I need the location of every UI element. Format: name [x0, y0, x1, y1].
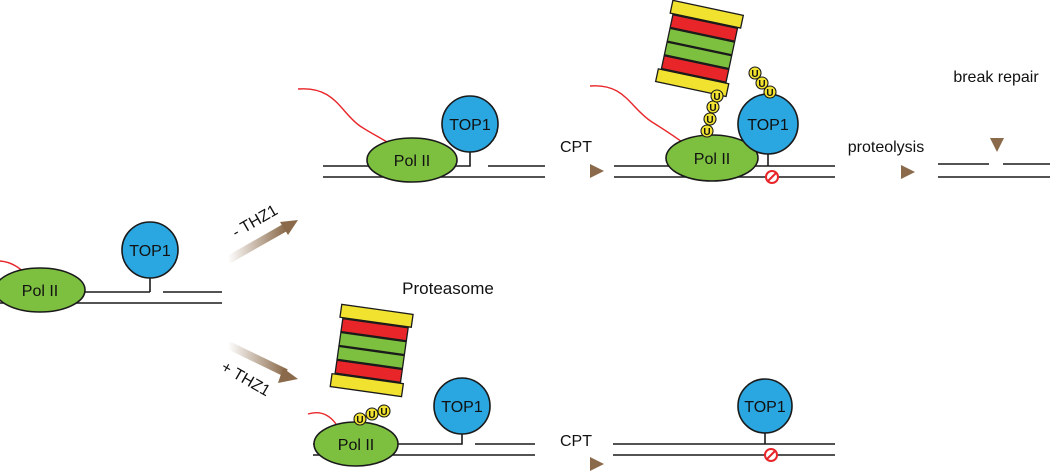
- cpt-label-top: CPT: [560, 139, 592, 156]
- proteasome-top: [654, 0, 745, 98]
- top-step1-complex: Pol II TOP1: [297, 88, 545, 183]
- blocked-sign-icon: [765, 170, 779, 184]
- ubiquitin: [748, 66, 762, 80]
- ubiquitin-chain-pol2: U U U U: [700, 89, 724, 138]
- break-repair-label: break repair: [953, 69, 1039, 86]
- ubiquitin-label: U: [766, 88, 773, 99]
- proteasome-subunit-alpha-outer: [339, 303, 414, 328]
- proteolysis-step: proteolysis: [848, 139, 924, 179]
- initial-complex: Pol II TOP1: [0, 221, 222, 313]
- top1-label: TOP1: [129, 243, 171, 260]
- top1-label: TOP1: [744, 399, 786, 416]
- nascent-rna: [307, 412, 337, 425]
- proteasome-subunit-alpha-outer: [654, 68, 730, 98]
- top1-label: TOP1: [449, 117, 491, 134]
- ubiquitin-label: U: [368, 410, 375, 421]
- ubiquitin-chain-pol2-bottom: U U U: [353, 404, 391, 426]
- ubiquitin-label: U: [709, 103, 716, 114]
- proteolysis-label: proteolysis: [848, 139, 924, 156]
- ubiquitin: [700, 124, 714, 138]
- proteasome-subunit-beta-inner: [338, 331, 407, 356]
- top-step2-complex: Pol II U U U U TOP1 U U U: [589, 0, 835, 184]
- proteasome-subunit-beta-outer: [340, 317, 409, 342]
- ubiquitin-chain-top1: U U U: [748, 66, 777, 99]
- top1-label: TOP1: [441, 399, 483, 416]
- cpt-label-bottom: CPT: [560, 433, 592, 450]
- pol2-ellipse: [366, 137, 458, 183]
- ubiquitin: [365, 407, 379, 421]
- pol2-label: Pol II: [338, 437, 374, 454]
- ubiquitin: [763, 85, 777, 99]
- plus-thz1-arrow-head: [278, 368, 298, 383]
- ubiquitin-label: U: [703, 127, 710, 138]
- plus-thz1-branch: + THZ1: [218, 341, 298, 400]
- nascent-rna: [297, 88, 394, 147]
- proteasome-subunit-beta-inner: [663, 41, 733, 70]
- cpt-arrow-head-top: [590, 164, 604, 178]
- ubiquitin-label: U: [380, 407, 387, 418]
- ubiquitin: [703, 112, 717, 126]
- proteasome-subunit-beta-outer: [334, 359, 404, 384]
- proteasome-label: Proteasome: [402, 279, 494, 298]
- cpt-arrow-head-bottom: [590, 457, 604, 471]
- bottom-step2-complex: TOP1: [613, 378, 835, 462]
- break-repair-result: break repair: [938, 69, 1050, 178]
- proteasome-subunit-alpha-outer: [329, 372, 405, 398]
- pol2-label: Pol II: [394, 153, 430, 170]
- ubiquitin-label: U: [356, 415, 363, 426]
- top1-stem: [458, 433, 463, 445]
- proteasome-subunit-beta-inner: [336, 345, 405, 370]
- top1-label: TOP1: [747, 117, 789, 134]
- top1-circle: [121, 221, 179, 279]
- ubiquitin: [377, 404, 391, 418]
- proteasome-subunit-beta-inner: [666, 27, 736, 56]
- pol2-label: Pol II: [694, 151, 730, 168]
- plus-thz1-arrow-shaft: [226, 341, 288, 377]
- ubiquitin: [710, 89, 724, 103]
- blocked-sign-icon: [764, 448, 778, 462]
- top1-stem: [462, 150, 471, 167]
- pol2-ellipse: [0, 267, 86, 313]
- top1-circle: [433, 377, 491, 435]
- cpt-step-top: CPT: [552, 139, 604, 178]
- break-repair-arrow-head: [990, 138, 1004, 152]
- pol2-label: Pol II: [22, 283, 58, 300]
- proteasome-subunit-beta-outer: [660, 54, 730, 83]
- top1-circle: [737, 378, 793, 434]
- ubiquitin: [353, 412, 367, 426]
- minus-thz1-arrow-head: [280, 220, 298, 235]
- bottom-step1-complex: Pol II U U U TOP1: [307, 303, 535, 467]
- proteasome-subunit-alpha-outer: [669, 0, 745, 29]
- ubiquitin-label: U: [706, 115, 713, 126]
- top1-circle: [441, 95, 499, 153]
- ubiquitin-label: U: [713, 92, 720, 103]
- proteolysis-arrow-head: [901, 165, 915, 179]
- ubiquitin-label: U: [751, 69, 758, 80]
- ubiquitin-label: U: [758, 79, 765, 90]
- cpt-step-bottom: CPT: [552, 433, 604, 471]
- minus-thz1-branch: - THZ1: [226, 202, 298, 264]
- nascent-rna: [589, 85, 691, 149]
- proteasome-subunit-beta-outer: [669, 13, 739, 42]
- proteasome-bottom: [329, 303, 414, 398]
- minus-thz1-arrow-shaft: [226, 223, 288, 264]
- ubiquitin: [755, 76, 769, 90]
